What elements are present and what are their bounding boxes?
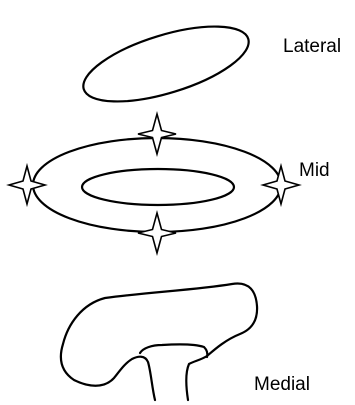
four-point-star-icon (260, 162, 302, 208)
mid-markers (6, 110, 302, 257)
four-point-star-icon (137, 209, 177, 257)
lateral-label: Lateral (283, 36, 341, 57)
four-point-star-icon (137, 110, 177, 158)
medial-stem-inner (138, 343, 209, 359)
medial-label: Medial (254, 374, 310, 395)
medial-outline (59, 282, 259, 402)
lateral-slice: Lateral (82, 25, 341, 103)
mid-label: Mid (299, 160, 330, 181)
four-point-star-icon (6, 162, 48, 208)
mid-inner-ellipse (80, 167, 236, 207)
lateral-ellipse (82, 25, 250, 103)
mid-slice: Mid (6, 110, 330, 257)
medial-slice: Medial (59, 282, 310, 402)
